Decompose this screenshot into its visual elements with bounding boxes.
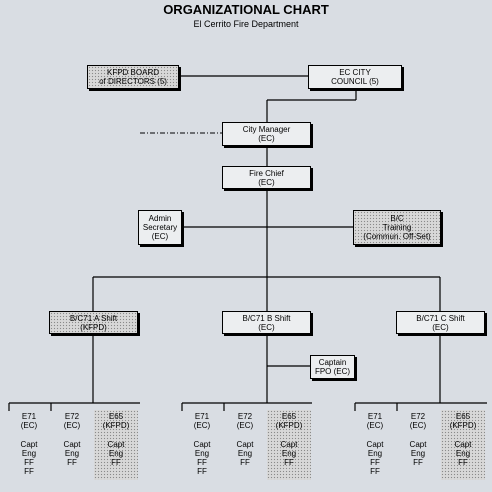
unit-name: E65 <box>281 412 297 421</box>
unit-name: E71 <box>21 412 37 421</box>
crew-item: Capt <box>454 440 472 449</box>
box-line: (KFPD) <box>80 322 107 332</box>
crew-item: FF <box>67 458 77 467</box>
unit-agency: (EC) <box>236 421 254 430</box>
unit-e65-b: E65 (KFPD) Capt Eng FF <box>267 410 311 480</box>
box-line: B/C71 C Shift <box>416 313 465 323</box>
box-line: (EC) <box>258 134 275 143</box>
box-line: Captain <box>318 358 347 367</box>
unit-e71-a: E71 (EC) Capt Eng FF FF <box>7 410 51 476</box>
box-line: COUNCIL (5) <box>331 77 379 86</box>
chart-title: ORGANIZATIONAL CHART <box>163 2 329 17</box>
city-manager-box: City Manager (EC) <box>222 122 311 146</box>
crew-item: Eng <box>21 449 37 458</box>
crew-item: Capt <box>236 440 254 449</box>
box-line: Fire Chief <box>249 168 284 178</box>
crew-item: FF <box>197 458 207 467</box>
unit-name: E72 <box>64 412 80 421</box>
city-council-box: EC CITY COUNCIL (5) <box>308 65 402 89</box>
crew-item: Eng <box>237 449 253 458</box>
box-line: (EC) <box>258 177 275 187</box>
crew-item: FF <box>458 458 468 467</box>
captain-fpo-box: Captain FPO (EC) <box>310 355 355 379</box>
crew-item: Eng <box>64 449 80 458</box>
box-line: B/C71 B Shift <box>242 313 291 323</box>
unit-agency: (EC) <box>409 421 427 430</box>
unit-name: E65 <box>455 412 471 421</box>
c-shift-box: B/C71 C Shift (EC) <box>396 311 485 334</box>
crew-item: Capt <box>409 440 427 449</box>
crew-item: Capt <box>107 440 125 449</box>
box-line: (Commun. Off-Set) <box>363 232 431 241</box>
box-line: of DIRECTORS (5) <box>99 77 167 86</box>
box-line: (EC) <box>258 322 275 332</box>
unit-e71-c: E71 (EC) Capt Eng FF FF <box>353 410 397 476</box>
unit-agency: (EC) <box>193 421 211 430</box>
crew-item: FF <box>370 458 380 467</box>
box-line: Training <box>382 223 412 232</box>
unit-e72-a: E72 (EC) Capt Eng FF <box>50 410 94 467</box>
box-line: (EC) <box>432 322 449 332</box>
unit-e72-b: E72 (EC) Capt Eng FF <box>223 410 267 467</box>
unit-name: E65 <box>108 412 124 421</box>
crew-item: Capt <box>20 440 38 449</box>
box-line: EC CITY <box>339 68 371 77</box>
unit-agency: (KFPD) <box>449 421 477 430</box>
crew-item: FF <box>111 458 121 467</box>
unit-e65-a: E65 (KFPD) Capt Eng FF <box>94 410 138 480</box>
box-line: Secretary <box>142 223 178 232</box>
unit-agency: (KFPD) <box>275 421 303 430</box>
unit-agency: (EC) <box>366 421 384 430</box>
crew-item: Capt <box>193 440 211 449</box>
crew-item: Eng <box>281 449 297 458</box>
box-line: B/C71 A Shift <box>69 313 118 323</box>
box-line: Admin <box>148 214 172 223</box>
box-line: FPO (EC) <box>314 367 351 376</box>
box-line: (EC) <box>151 232 169 241</box>
b-shift-box: B/C71 B Shift (EC) <box>222 311 311 334</box>
unit-e72-c: E72 (EC) Capt Eng FF <box>396 410 440 467</box>
board-of-directors-box: KFPD BOARD of DIRECTORS (5) <box>87 65 179 89</box>
box-line: B/C <box>390 214 404 223</box>
box-line: City Manager <box>242 125 291 134</box>
crew-item: Eng <box>410 449 426 458</box>
crew-item: FF <box>24 467 34 476</box>
unit-agency: (EC) <box>20 421 38 430</box>
unit-e65-c: E65 (KFPD) Capt Eng FF <box>441 410 485 480</box>
crew-item: FF <box>24 458 34 467</box>
fire-chief-box: Fire Chief (EC) <box>222 166 311 189</box>
crew-item: Capt <box>63 440 81 449</box>
unit-name: E71 <box>367 412 383 421</box>
crew-item: FF <box>197 467 207 476</box>
unit-name: E71 <box>194 412 210 421</box>
training-box: B/C Training (Commun. Off-Set) <box>353 210 441 245</box>
crew-item: Eng <box>455 449 471 458</box>
crew-item: Capt <box>366 440 384 449</box>
box-line: KFPD BOARD <box>106 68 159 77</box>
crew-item: Capt <box>280 440 298 449</box>
unit-agency: (KFPD) <box>102 421 130 430</box>
crew-item: FF <box>413 458 423 467</box>
crew-item: Eng <box>194 449 210 458</box>
unit-agency: (EC) <box>63 421 81 430</box>
unit-e71-b: E71 (EC) Capt Eng FF FF <box>180 410 224 476</box>
crew-item: FF <box>240 458 250 467</box>
crew-item: FF <box>370 467 380 476</box>
unit-name: E72 <box>410 412 426 421</box>
a-shift-box: B/C71 A Shift (KFPD) <box>49 311 138 334</box>
chart-subtitle: El Cerrito Fire Department <box>193 19 299 29</box>
crew-item: Eng <box>108 449 124 458</box>
admin-secretary-box: Admin Secretary (EC) <box>138 210 182 245</box>
crew-item: Eng <box>367 449 383 458</box>
unit-name: E72 <box>237 412 253 421</box>
crew-item: FF <box>284 458 294 467</box>
